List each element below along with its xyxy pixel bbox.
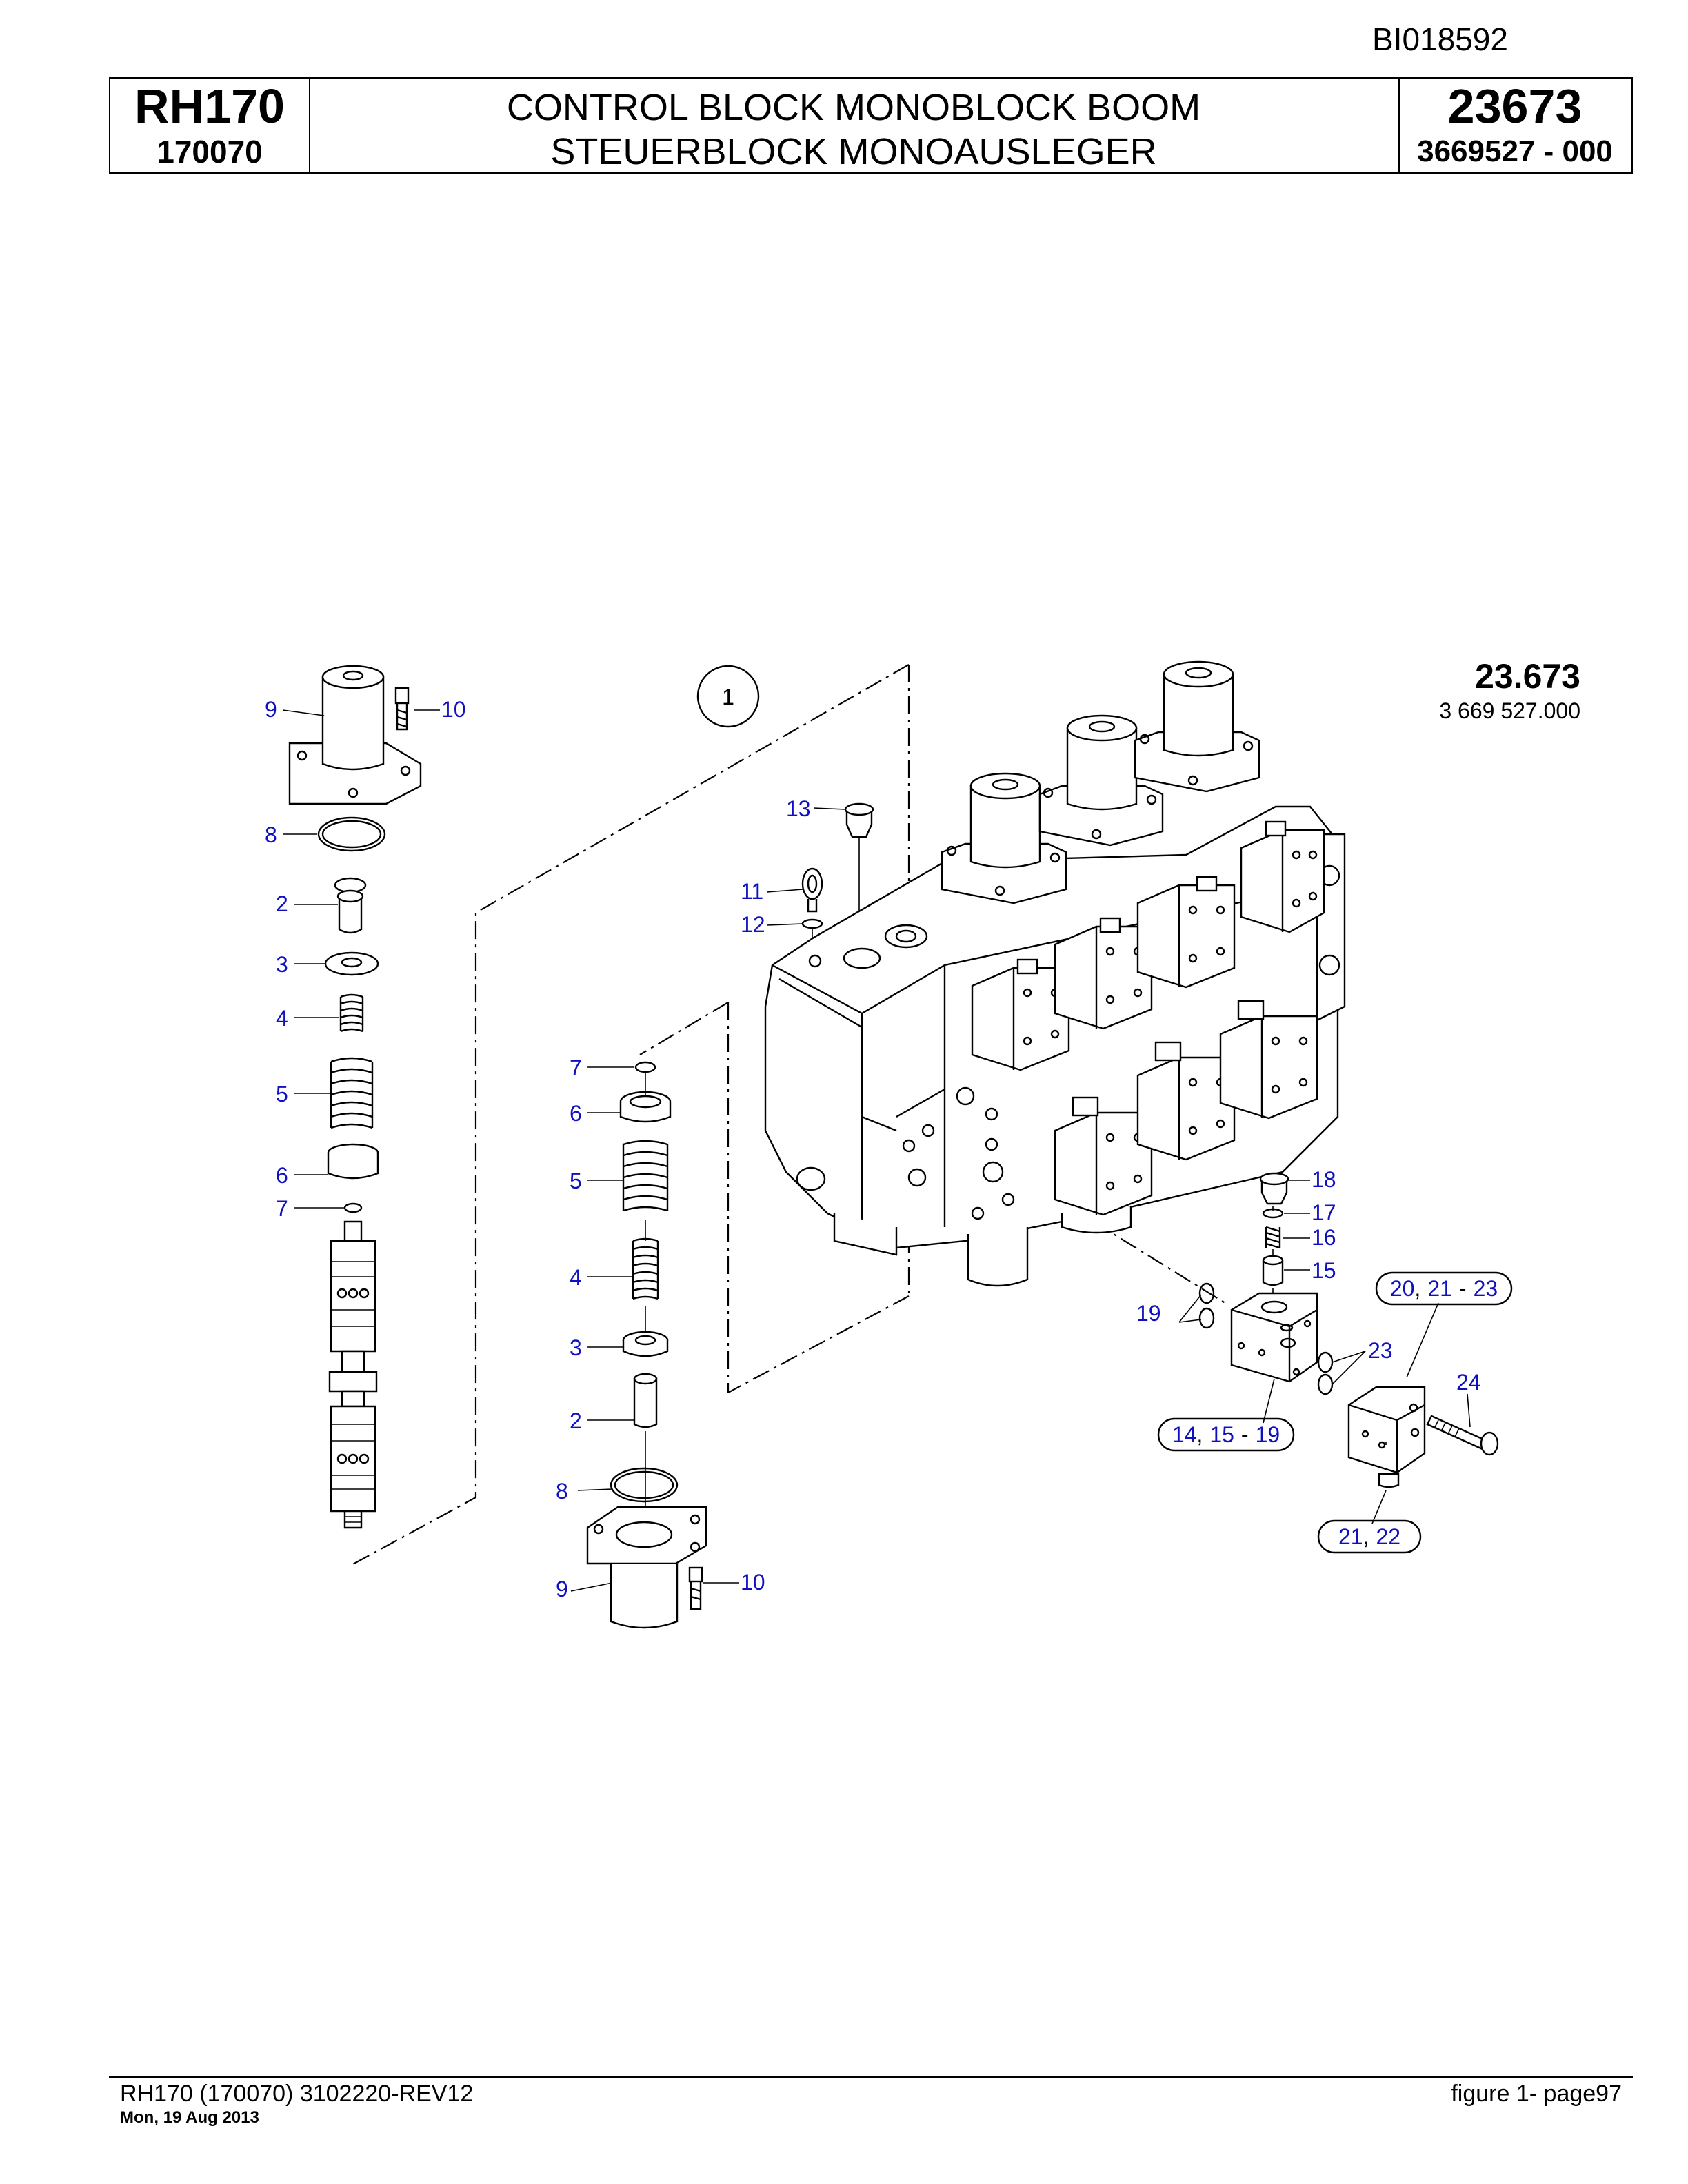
part-number: 3669527 - 000 [1417, 134, 1613, 168]
callout-left-2: 2 [276, 891, 288, 916]
group-14-sep-b: - [1241, 1422, 1249, 1447]
callout-left-7: 7 [276, 1196, 288, 1221]
group-20-part-b: 21 [1427, 1276, 1452, 1301]
callout-left-9: 9 [265, 697, 277, 722]
assembly-outline-middle [639, 1002, 910, 1393]
callout-mid-4: 4 [570, 1265, 582, 1290]
block-solenoid-valves [971, 820, 1325, 1216]
callout-15: 15 [1312, 1258, 1336, 1283]
group-20-sep-a: , [1414, 1276, 1420, 1301]
callout-13: 13 [786, 796, 811, 821]
callout-mid-2: 2 [570, 1408, 582, 1433]
callout-mid-10: 10 [741, 1570, 765, 1595]
group-14-sep-a: , [1196, 1422, 1203, 1447]
group-21-sep-a: , [1363, 1524, 1369, 1549]
callout-mid-9: 9 [556, 1577, 568, 1601]
title-block: RH170 170070 CONTROL BLOCK MONOBLOCK BOO… [109, 77, 1633, 174]
block-top-callouts: 13 11 12 [741, 796, 846, 937]
group-14-part-a: 14 [1172, 1422, 1197, 1447]
left-stack-callouts: 9 10 8 2 3 4 5 6 7 [265, 697, 466, 1221]
group-21-part-a: 21 [1338, 1524, 1363, 1549]
group-14-part-c: 19 [1256, 1422, 1280, 1447]
document-id: BI018592 [1372, 21, 1508, 57]
callout-16: 16 [1312, 1225, 1336, 1250]
callout-19: 19 [1136, 1301, 1161, 1326]
title-english: CONTROL BLOCK MONOBLOCK BOOM [506, 87, 1201, 128]
model-cell: RH170 170070 [110, 79, 310, 172]
callout-mid-6: 6 [570, 1101, 582, 1126]
callout-left-4: 4 [276, 1006, 288, 1031]
callout-left-10: 10 [441, 697, 466, 722]
assembly-circle-label: 1 [722, 685, 734, 709]
middle-stack-callouts: 7 6 5 4 3 2 8 9 10 [556, 1055, 765, 1601]
callout-mid-3: 3 [570, 1335, 582, 1360]
group-callout-20-23: 20, 21-23 [1375, 1271, 1513, 1306]
model-name: RH170 [134, 79, 285, 133]
callout-11: 11 [741, 879, 763, 904]
middle-valve-stack [586, 1061, 707, 1629]
left-valve-stack [288, 665, 422, 1529]
model-serial: 170070 [157, 134, 263, 170]
callout-mid-7: 7 [570, 1055, 582, 1080]
title-german: STEUERBLOCK MONOAUSLEGER [550, 131, 1157, 172]
callout-left-6: 6 [276, 1163, 288, 1188]
title-cell: CONTROL BLOCK MONOBLOCK BOOM STEUERBLOCK… [309, 79, 1400, 172]
block-pilot-caps [941, 660, 1260, 904]
group-callout-21-22: 21,22 [1317, 1519, 1422, 1554]
callout-mid-8: 8 [556, 1479, 568, 1504]
callout-24: 24 [1456, 1370, 1481, 1395]
callout-left-3: 3 [276, 952, 288, 977]
callout-17: 17 [1312, 1200, 1336, 1225]
figure-number: 23673 [1447, 79, 1582, 133]
figure-cell: 23673 3669527 - 000 [1398, 79, 1631, 172]
footer-page-ref: figure 1- page97 [1451, 2081, 1622, 2107]
footer-divider [109, 2076, 1633, 2078]
reference-title: 23.673 [1475, 657, 1580, 696]
reference-subtitle: 3 669 527.000 [1439, 698, 1580, 723]
callout-12: 12 [741, 912, 765, 937]
footer-date: Mon, 19 Aug 2013 [120, 2108, 259, 2127]
callout-left-8: 8 [265, 822, 277, 847]
svg-text:20,21-23: 20, 21-23 [1390, 1276, 1498, 1301]
group-20-sep-b: - [1459, 1276, 1467, 1301]
callout-23: 23 [1368, 1338, 1393, 1363]
footer-document-ref: RH170 (170070) 3102220-REV12 [120, 2081, 474, 2107]
cartridge-callouts: 18 17 16 15 19 23 24 [1136, 1167, 1481, 1524]
group-21-part-b: 22 [1376, 1524, 1400, 1549]
group-20-part-c: 23 [1474, 1276, 1498, 1301]
group-14-part-b: 15 [1209, 1422, 1234, 1447]
assembly-circle [696, 665, 760, 728]
callout-mid-5: 5 [570, 1169, 582, 1193]
group-callout-14-19: 14,15-19 [1157, 1417, 1295, 1452]
assembly-outline-left [351, 664, 910, 1566]
callout-left-5: 5 [276, 1082, 288, 1106]
group-20-part-a: 20 [1390, 1276, 1415, 1301]
svg-text:14,15-19: 14,15-19 [1172, 1422, 1280, 1447]
callout-18: 18 [1312, 1167, 1336, 1192]
cartridge-valve-assembly [1198, 1172, 1499, 1488]
svg-text:21,22: 21,22 [1338, 1524, 1400, 1549]
